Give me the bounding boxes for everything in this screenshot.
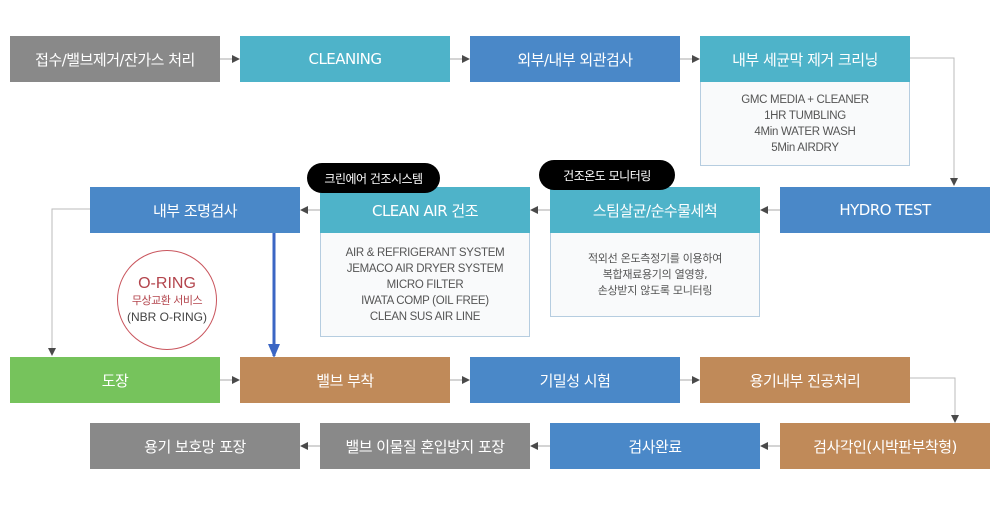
detail-line: MICRO FILTER [386, 278, 464, 291]
oring-note: (NBR O-RING) [127, 309, 207, 324]
oring-title: O-RING [138, 274, 196, 292]
step-leak-test: 기밀성 시험 [470, 357, 680, 403]
detail-line: AIR & REFRIGERANT SYSTEM [345, 246, 505, 259]
step-biofilm-cleaning: 내부 세균막 제거 크리닝 [700, 36, 910, 82]
arrow-vacuum-stamp [910, 377, 959, 423]
oring-subtitle: 무상교환 서비스 [131, 293, 203, 307]
step-inspection-complete: 검사완료 [550, 423, 760, 469]
step-reception: 접수/밸브제거/잔가스 처리 [10, 36, 220, 82]
detail-line: 손상받지 않도록 모니터링 [597, 283, 713, 297]
detail-line: 4Min WATER WASH [754, 125, 856, 138]
detail-line: GMC MEDIA + CLEANER [741, 93, 869, 106]
step-inspection-stamp: 검사각인(시박판부착형) [780, 423, 990, 469]
step-visual-inspection: 외부/내부 외관검사 [470, 36, 680, 82]
detail-line: JEMACO AIR DRYER SYSTEM [346, 262, 504, 275]
biofilm-cleaning-details: GMC MEDIA + CLEANER 1HR TUMBLING 4Min WA… [700, 82, 910, 166]
step-protective-net-pack: 용기 보호망 포장 [90, 423, 300, 469]
detail-line: 1HR TUMBLING [764, 109, 846, 122]
arrow-4-hydro [910, 57, 958, 186]
step-painting: 도장 [10, 357, 220, 403]
detail-line: 복합재료용기의 열영향, [602, 267, 708, 281]
detail-line: 5Min AIRDRY [771, 141, 839, 154]
arrow-light-paint [48, 208, 90, 356]
detail-line: CLEAN SUS AIR LINE [369, 310, 481, 323]
step-steam-sterilize: 스팀살균/순수물세척 [550, 187, 760, 233]
badge-dry-temp-monitoring: 건조온도 모니터링 [539, 160, 675, 190]
clean-air-dry-details: AIR & REFRIGERANT SYSTEM JEMACO AIR DRYE… [320, 233, 530, 337]
step-vacuum: 용기내부 진공처리 [700, 357, 910, 403]
badge-clean-air-system: 크린에어 건조시스템 [307, 163, 440, 193]
step-valve-contamination-pack: 밸브 이물질 혼입방지 포장 [320, 423, 530, 469]
detail-line: IWATA COMP (OIL FREE) [361, 294, 489, 307]
step-valve-attach: 밸브 부착 [240, 357, 450, 403]
steam-sterilize-details: 적외선 온도측정기를 이용하여 복합재료용기의 열영향, 손상받지 않도록 모니… [550, 233, 760, 317]
step-internal-light-inspection: 내부 조명검사 [90, 187, 300, 233]
oring-service-badge: O-RING 무상교환 서비스 (NBR O-RING) [117, 250, 217, 350]
step-clean-air-dry: CLEAN AIR 건조 [320, 187, 530, 233]
detail-line: 적외선 온도측정기를 이용하여 [587, 251, 723, 265]
step-hydro-test: HYDRO TEST [780, 187, 990, 233]
step-cleaning: CLEANING [240, 36, 450, 82]
